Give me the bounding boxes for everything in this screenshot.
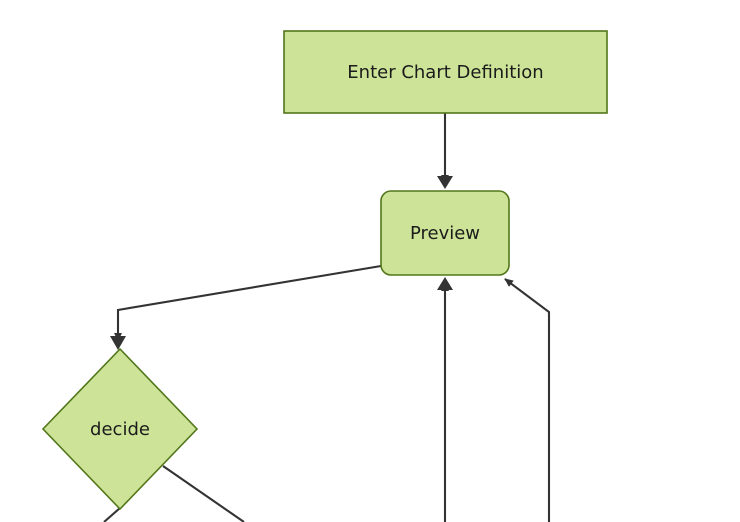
edge-layer bbox=[103, 113, 551, 522]
node-layer: Enter Chart Definition Preview decide bbox=[41, 30, 608, 511]
node-enter-chart-definition-label: Enter Chart Definition bbox=[347, 62, 543, 83]
node-decide-label: decide bbox=[90, 419, 150, 440]
arrowhead-into-decide-top bbox=[110, 336, 126, 350]
node-enter-chart-definition-shape[interactable] bbox=[283, 30, 608, 114]
arrowhead-overlay bbox=[110, 176, 453, 350]
edge-decide-right-out bbox=[162, 465, 245, 522]
edge-preview-to-decide bbox=[114, 264, 382, 342]
node-preview-shape[interactable] bbox=[380, 190, 510, 276]
arrowhead-into-preview-bottom-left bbox=[437, 277, 453, 290]
arrowhead-into-preview-top bbox=[437, 176, 453, 189]
node-decide-shape[interactable] bbox=[41, 347, 199, 511]
node-preview[interactable]: Preview bbox=[380, 190, 510, 276]
edge-bottom-right-to-preview bbox=[504, 278, 551, 522]
node-preview-label: Preview bbox=[410, 223, 480, 244]
edge-decide-bottom-out bbox=[103, 507, 121, 522]
node-decide[interactable]: decide bbox=[41, 347, 199, 511]
node-enter-chart-definition[interactable]: Enter Chart Definition bbox=[283, 30, 608, 114]
